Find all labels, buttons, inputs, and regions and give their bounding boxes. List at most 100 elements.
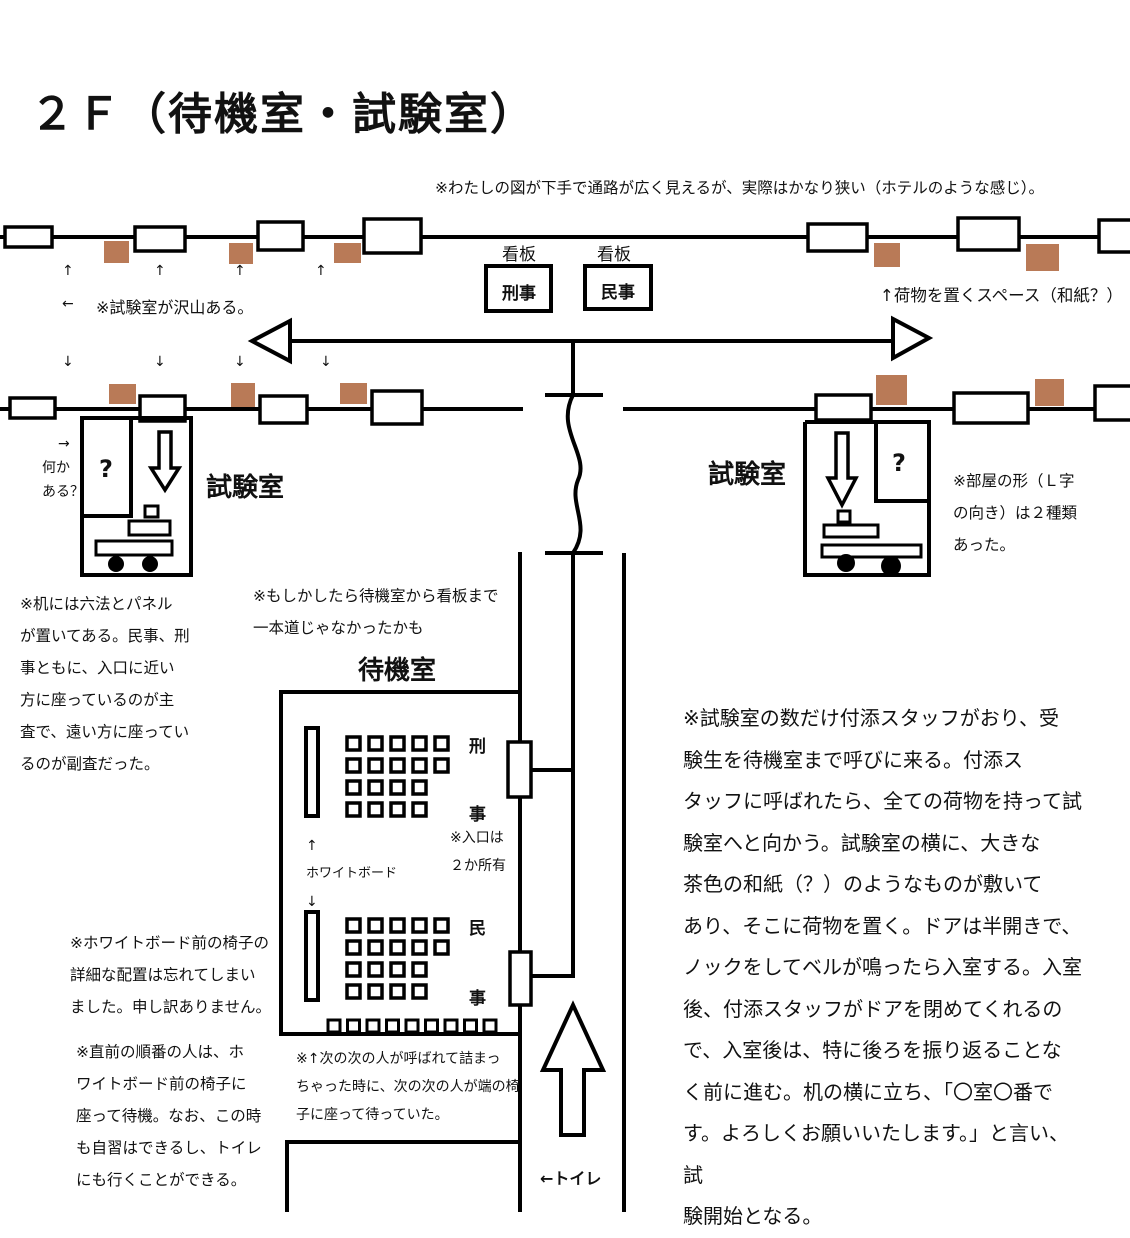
arrow-up-icon: ↑ (62, 263, 74, 279)
arrow-down-icon: ↓ (62, 354, 74, 370)
unknown-area-mark: ? (892, 449, 906, 477)
luggage-space (874, 243, 900, 267)
seat (367, 735, 384, 752)
seat (404, 1018, 420, 1034)
seat (367, 801, 384, 818)
examiner-seat (837, 554, 855, 572)
seat (345, 961, 362, 978)
seat (367, 961, 384, 978)
luggage-space (340, 383, 367, 404)
direction-up-arrow-icon (539, 1000, 607, 1137)
desk-panel (143, 504, 160, 519)
sign-criminal-board (484, 264, 553, 313)
waiting-room-label: 待機室 (358, 656, 437, 686)
lower-building-wall (285, 1140, 520, 1212)
arrow-down-icon: ↓ (154, 354, 166, 370)
seat (389, 983, 406, 1000)
seat (326, 1018, 342, 1034)
luggage-space-note: ↑荷物を置くスペース（和紙？） (880, 286, 1123, 305)
luggage-space (334, 243, 361, 263)
civil-seats-label: 事 (469, 989, 486, 1009)
unknown-area-mark: ? (99, 455, 113, 483)
seat (433, 939, 450, 956)
floor-map (0, 216, 1130, 1212)
waiting-room-wall (279, 690, 520, 1036)
seat (389, 917, 406, 934)
seat (367, 757, 384, 774)
sign-label-criminal: 看板 (502, 245, 536, 265)
seat (411, 801, 428, 818)
desk (94, 539, 174, 557)
examiner-seat (142, 556, 158, 572)
door (8, 396, 57, 420)
seat (345, 939, 362, 956)
corridor-width-note: ※わたしの図が下手で通路が広く見えるが、実際はかなり狭い（ホテルのような感じ）。 (435, 179, 1044, 197)
seat (411, 939, 428, 956)
seat (345, 917, 362, 934)
examiner-seat (108, 556, 124, 572)
seat (345, 757, 362, 774)
seat (411, 757, 428, 774)
seat (482, 1018, 498, 1034)
seat (345, 735, 362, 752)
sign-civil-text: 民事 (601, 283, 635, 303)
entrance-count-note: ※入口は ２か所有 (450, 830, 506, 874)
luggage-space (1026, 244, 1059, 271)
sign-civil-board (583, 264, 653, 311)
entry-arrow-left-icon (147, 430, 183, 494)
exam-room-right-label: 試験室 (708, 460, 787, 490)
arrow-left-icon: ← (62, 296, 74, 312)
luggage-space (229, 243, 253, 264)
seat (389, 779, 406, 796)
door (256, 220, 305, 252)
whiteboard-bench (304, 726, 320, 818)
whiteboard-bench (304, 910, 320, 1002)
seat (345, 983, 362, 1000)
arrow-up-icon: ↑ (154, 263, 166, 279)
door (370, 389, 424, 426)
arrow-up-icon: ↑ (234, 263, 246, 279)
room-shape-note: ※部屋の形（Ｌ字 の向き）は２種類 あった。 (953, 472, 1078, 554)
desk (127, 519, 172, 537)
door (952, 391, 1030, 425)
luggage-space (876, 375, 907, 405)
arrow-up-icon: ↑ (315, 263, 327, 279)
arrow-head-left-icon (247, 317, 292, 365)
sign-criminal-text: 刑事 (502, 284, 536, 304)
seat (389, 735, 406, 752)
something-here-note: → 何か ある？ (42, 436, 84, 500)
seat (345, 801, 362, 818)
seat (367, 917, 384, 934)
many-rooms-note: ※試験室が沢山ある。 (96, 298, 254, 317)
seat (411, 917, 428, 934)
desk-note: ※机には六法とパネル が置いてある。民事、刑 事ともに、入口に近い 方に座ってい… (20, 595, 190, 773)
seat (389, 801, 406, 818)
route-break-curve (565, 394, 583, 555)
luggage-space (1035, 379, 1064, 406)
civil-seats-label: 民 (469, 919, 486, 939)
desk-panel (836, 509, 852, 524)
door (1093, 384, 1130, 422)
seat (389, 757, 406, 774)
criminal-seats-label: 刑 (469, 737, 486, 757)
door (258, 394, 309, 425)
seat (365, 1018, 381, 1034)
seat (389, 961, 406, 978)
seat (367, 779, 384, 796)
door (814, 393, 873, 422)
seat (385, 1018, 400, 1034)
seat (443, 1018, 459, 1034)
seat (389, 939, 406, 956)
luggage-space (109, 384, 136, 404)
sign-label-civil: 看板 (597, 245, 631, 265)
page-title: ２Ｆ（待機室・試験室） (30, 89, 536, 140)
waiting-room-door-criminal (506, 740, 533, 799)
seat (346, 1018, 361, 1034)
waiting-room-door-civil (508, 950, 533, 1007)
route-uncertain-note: ※もしかしたら待機室から看板まで 一本道じゃなかったかも (253, 587, 499, 637)
seat (411, 961, 428, 978)
luggage-space (104, 241, 129, 263)
arrow-down-icon: ↓ (234, 354, 246, 370)
entry-arrow-right-icon (825, 431, 859, 509)
exam-room-left-label: 試験室 (206, 473, 285, 503)
